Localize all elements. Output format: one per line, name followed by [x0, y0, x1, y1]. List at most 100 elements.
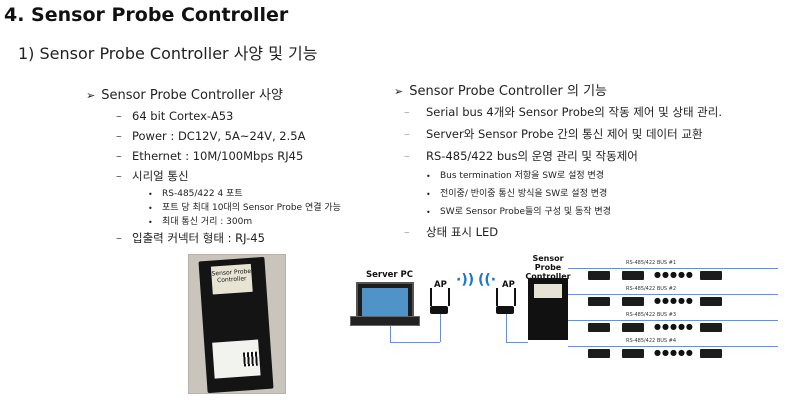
wifi-signal-icon: ·)) [456, 272, 475, 288]
function-item: – Server와 Sensor Probe 간의 통신 제어 및 데이터 교환 [404, 127, 794, 142]
dash-icon: – [116, 149, 122, 163]
function-heading-text: Sensor Probe Controller 의 기능 [409, 84, 608, 99]
arrow-bullet-icon: ➢ [394, 85, 404, 98]
ellipsis-dots: ●●●●● [654, 270, 694, 279]
spec-subitem-text: 포트 당 최대 10대의 Sensor Probe 연결 가능 [162, 203, 341, 213]
spec-subitem: • RS-485/422 4 포트 [148, 189, 366, 200]
server-tower-icon [350, 316, 420, 326]
spec-section: ➢ Sensor Probe Controller 사양 –64 bit Cor… [86, 84, 366, 251]
spec-subitem-text: RS-485/422 4 포트 [162, 189, 243, 199]
dash-icon: – [404, 225, 410, 239]
dash-icon: – [116, 129, 122, 143]
spec-item-text: 64 bit Cortex-A53 [132, 109, 234, 123]
function-item-text: Server와 Sensor Probe 간의 통신 제어 및 데이터 교환 [426, 127, 703, 141]
antenna-icon [448, 288, 450, 306]
spec-item-text: Ethernet : 10M/100Mbps RJ45 [132, 149, 304, 163]
spec-subitem: • 최대 통신 거리 : 300m [148, 217, 366, 228]
bullet-icon: • [426, 190, 431, 199]
bus-line [568, 346, 778, 347]
ap-label-1: AP [434, 280, 447, 290]
controller-icon [528, 278, 568, 340]
spec-heading: ➢ Sensor Probe Controller 사양 [86, 84, 366, 103]
connection-line [390, 342, 440, 343]
ellipsis-dots: ●●●●● [654, 348, 694, 357]
ap-label-2: AP [502, 280, 515, 290]
system-diagram: Server PC AP ·)) ((· AP Sensor Probe Con… [350, 254, 790, 404]
bus-line [568, 268, 778, 269]
sensor-probe-icon [588, 297, 610, 306]
controller-photo: Sensor Probe Controller [188, 254, 286, 394]
function-item: – 상태 표시 LED [404, 225, 794, 240]
bullet-icon: • [148, 190, 153, 199]
access-point-icon [430, 306, 448, 314]
sensor-probe-icon [588, 323, 610, 332]
spec-item: –시리얼 통신 [116, 169, 366, 184]
function-subitem: • 전이중/ 반이중 통신 방식을 SW로 설정 변경 [426, 189, 794, 200]
bullet-icon: • [426, 172, 431, 181]
dash-icon: – [116, 109, 122, 123]
ellipsis-dots: ●●●●● [654, 296, 694, 305]
dash-icon: – [404, 149, 410, 163]
device-label: Sensor Probe Controller [210, 263, 253, 295]
bus-line [568, 320, 778, 321]
function-item-text: RS-485/422 bus의 운영 관리 및 작동제어 [426, 149, 638, 163]
function-subitem: • Bus termination 저항을 SW로 설정 변경 [426, 171, 794, 182]
dash-icon: – [404, 105, 410, 119]
function-subitem-text: Bus termination 저항을 SW로 설정 변경 [440, 171, 605, 181]
bus-label: RS-485/422 BUS #3 [626, 312, 677, 318]
sensor-probe-icon [622, 323, 644, 332]
sensor-probe-icon [700, 349, 722, 358]
wifi-signal-icon: ((· [478, 272, 497, 288]
device-sticker [212, 339, 261, 379]
controller-sticker [534, 284, 562, 298]
function-subitem: • SW로 Sensor Probe들의 구성 및 동작 변경 [426, 207, 794, 218]
function-subitem-text: 전이중/ 반이중 통신 방식을 SW로 설정 변경 [440, 189, 608, 199]
access-point-icon [496, 306, 514, 314]
dash-icon: – [116, 169, 122, 183]
bus-line [568, 294, 778, 295]
sensor-probe-icon [700, 297, 722, 306]
qr-code-icon [242, 351, 258, 367]
connection-line [440, 314, 441, 342]
function-item-text: Serial bus 4개와 Sensor Probe의 작동 제어 및 상태 … [426, 105, 722, 119]
sensor-probe-icon [622, 297, 644, 306]
sensor-probe-icon [700, 271, 722, 280]
spec-item: –입출력 커넥터 형태 : RJ-45 [116, 231, 366, 246]
antenna-icon [430, 288, 432, 306]
spec-item-text: Power : DC12V, 5A~24V, 2.5A [132, 129, 306, 143]
function-item: – Serial bus 4개와 Sensor Probe의 작동 제어 및 상태… [404, 105, 794, 120]
antenna-icon [514, 288, 516, 306]
controller-label: Sensor Probe Controller [525, 254, 571, 281]
server-pc-label: Server PC [366, 270, 414, 280]
spec-item: –64 bit Cortex-A53 [116, 109, 366, 124]
pc-screen [362, 288, 408, 318]
sensor-probe-icon [588, 349, 610, 358]
spec-heading-text: Sensor Probe Controller 사양 [101, 88, 283, 103]
antenna-icon [496, 288, 498, 306]
bus-label: RS-485/422 BUS #4 [626, 338, 677, 344]
function-section: ➢ Sensor Probe Controller 의 기능 – Serial b… [394, 80, 794, 247]
bullet-icon: • [426, 208, 431, 217]
spec-item-text: 입출력 커넥터 형태 : RJ-45 [132, 231, 265, 245]
controller-device-image: Sensor Probe Controller [198, 256, 274, 394]
dash-icon: – [404, 127, 410, 141]
arrow-bullet-icon: ➢ [86, 89, 96, 102]
bus-label: RS-485/422 BUS #1 [626, 260, 677, 266]
spec-item-text: 시리얼 통신 [132, 169, 189, 183]
spec-subitem: •포트 당 최대 10대의 Sensor Probe 연결 가능 [148, 203, 378, 214]
section-subtitle: 1) Sensor Probe Controller 사양 및 기능 [18, 44, 318, 63]
bus-label: RS-485/422 BUS #2 [626, 286, 677, 292]
connection-line [506, 342, 528, 343]
bullet-icon: • [148, 218, 153, 227]
sensor-probe-icon [622, 349, 644, 358]
spec-subitem-text: 최대 통신 거리 : 300m [162, 217, 253, 227]
function-heading: ➢ Sensor Probe Controller 의 기능 [394, 80, 794, 99]
connection-line [390, 326, 391, 342]
sensor-probe-icon [622, 271, 644, 280]
function-item-text: 상태 표시 LED [426, 225, 499, 239]
spec-item: –Ethernet : 10M/100Mbps RJ45 [116, 149, 366, 164]
spec-item: –Power : DC12V, 5A~24V, 2.5A [116, 129, 366, 144]
function-item: – RS-485/422 bus의 운영 관리 및 작동제어 [404, 149, 794, 164]
page-title: 4. Sensor Probe Controller [4, 4, 289, 26]
function-subitem-text: SW로 Sensor Probe들의 구성 및 동작 변경 [440, 207, 611, 217]
